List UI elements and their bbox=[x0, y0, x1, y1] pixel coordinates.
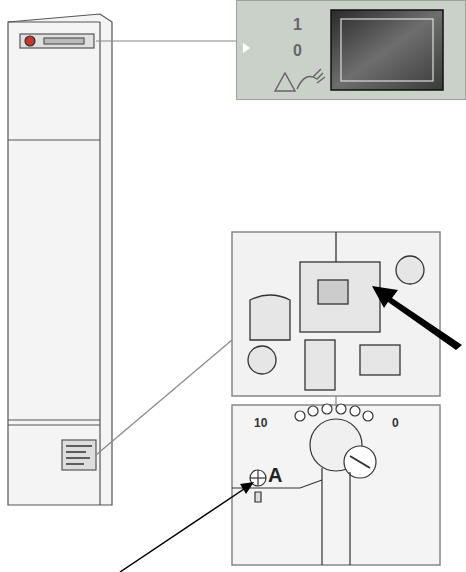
arrow-head bbox=[240, 482, 254, 494]
detail-view bbox=[232, 232, 462, 396]
switch-graphics bbox=[237, 1, 466, 101]
dial-detail: 10 0A bbox=[232, 405, 440, 565]
scale-mark: A bbox=[268, 465, 282, 485]
pointer-arrow bbox=[120, 485, 250, 572]
leader-line bbox=[96, 40, 236, 41]
scale-mark: 1 bbox=[293, 17, 302, 33]
boiler-body bbox=[8, 14, 112, 505]
scale-mark: 10 bbox=[254, 417, 267, 429]
switch-panel: 10 bbox=[236, 0, 466, 100]
scale-mark: 0 bbox=[293, 43, 302, 59]
detail-view bbox=[232, 404, 440, 565]
leader-line bbox=[96, 340, 232, 455]
scale-mark: 0 bbox=[392, 417, 399, 429]
